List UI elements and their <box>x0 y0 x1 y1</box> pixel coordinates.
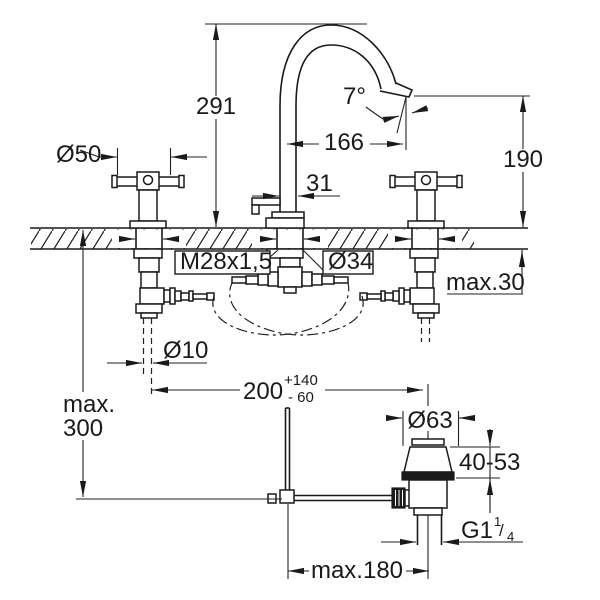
dim-label-outlet-height: 190 <box>503 146 543 173</box>
dim-label-rod-length-1: max. <box>63 391 115 418</box>
dim-label-waste-flange-dia: Ø63 <box>407 407 452 434</box>
right-valve-assembly <box>359 171 463 342</box>
left-valve-elbow <box>139 287 165 305</box>
waste-flange <box>403 446 453 473</box>
spout-base <box>265 217 305 229</box>
left-handle-screw <box>142 174 154 186</box>
waste-body <box>408 479 448 509</box>
dim-label-waste-thread-slash: / <box>499 521 504 540</box>
dim-label-spout-height: 291 <box>196 93 236 120</box>
rod-joint <box>279 489 295 504</box>
spout-side-lever <box>251 197 281 206</box>
dim-label-rod-dia: Ø10 <box>163 337 208 364</box>
spout-tee-body <box>277 266 303 288</box>
dim-label-shank-thread: M28x1,5 <box>180 248 272 275</box>
dim-label-clamp-range: 40-53 <box>459 449 520 476</box>
dim-label-tol-minus: - 60 <box>288 389 314 406</box>
dim-label-waste-thread-sup: 1 <box>494 514 501 529</box>
left-valve-nut <box>133 248 163 259</box>
dim-label-rod-length-2: 300 <box>63 415 103 442</box>
waste-plug <box>411 438 445 446</box>
dim-label-tube-dia: 31 <box>306 170 333 197</box>
waste-seal-ring <box>401 471 455 481</box>
dim-label-spout-reach: 166 <box>324 129 364 156</box>
dim-label-spray-angle: 7° <box>343 83 366 110</box>
right-valve-elbow <box>409 287 435 305</box>
dim-label-tol-plus: +140 <box>284 372 318 389</box>
dim-label-deck-hole-dia: Ø34 <box>328 248 373 275</box>
dim-label-handle-dia: Ø50 <box>56 141 101 168</box>
left-valve-assembly <box>111 171 215 378</box>
spout-mounting-nut <box>266 248 304 259</box>
dimension-annotations: 291 190 7° 166 31 Ø50 <box>56 23 545 584</box>
dim-label-rod-to-waste: 200 <box>243 378 283 405</box>
spout-outlet-tip <box>379 82 414 98</box>
spout-collar <box>271 211 305 219</box>
dim-label-deck-thickness: max.30 <box>446 269 525 296</box>
dim-label-waste-thread-sub: 4 <box>507 529 514 544</box>
dim-label-waste-thread: G1 <box>461 517 493 544</box>
popup-waste-assembly <box>267 384 455 579</box>
right-handle-screw <box>420 174 432 186</box>
right-valve-nut <box>409 248 439 259</box>
flexible-connection-hoses <box>212 282 364 336</box>
dim-label-waste-offset: max.180 <box>311 557 403 584</box>
